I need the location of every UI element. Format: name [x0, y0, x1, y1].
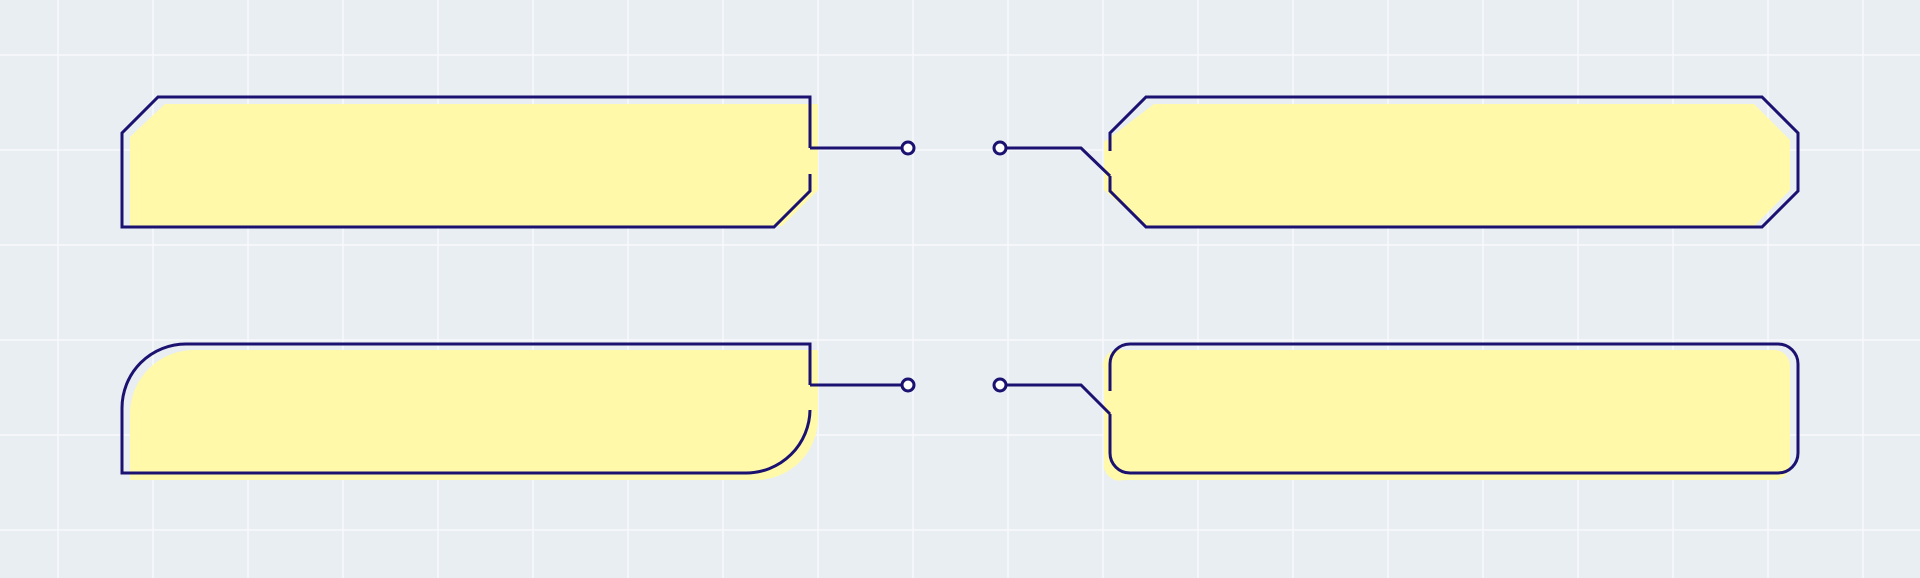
connector-terminal: [900, 140, 916, 156]
connector-terminal: [992, 377, 1008, 393]
frame-fill: [1103, 349, 1791, 481]
connector-terminal: [992, 140, 1008, 156]
callout-frame-top-left: [120, 95, 916, 229]
connector-line: [1007, 383, 1112, 416]
frame-outline: [120, 342, 812, 475]
frame-outline: [1108, 95, 1800, 229]
frame-outline: [120, 95, 812, 229]
callout-frame-top-right: [992, 95, 1800, 229]
frame-outline: [1108, 342, 1800, 475]
connector-line: [1007, 146, 1112, 178]
callout-frame-bottom-right: [992, 342, 1800, 481]
connector-terminal: [900, 377, 916, 393]
frame-fill: [130, 104, 818, 226]
frame-fill: [1104, 104, 1790, 226]
frame-fill: [130, 350, 818, 480]
callout-frame-bottom-left: [120, 342, 916, 480]
